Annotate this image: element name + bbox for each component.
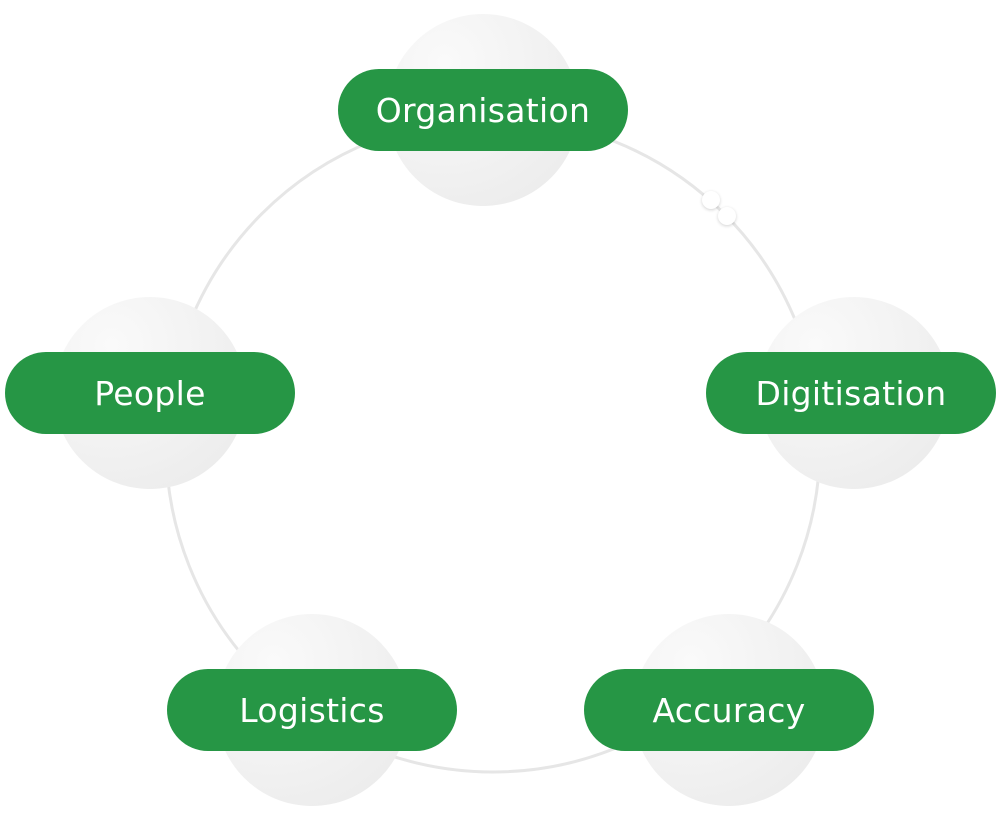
ring-dot-2 bbox=[718, 207, 736, 225]
ring-dot-1 bbox=[702, 191, 720, 209]
logistics-label: Logistics bbox=[239, 690, 385, 730]
node-people: People bbox=[5, 297, 295, 489]
people-button[interactable]: People bbox=[5, 352, 295, 434]
logistics-button[interactable]: Logistics bbox=[167, 669, 457, 751]
node-digitisation: Digitisation bbox=[706, 297, 996, 489]
accuracy-label: Accuracy bbox=[652, 690, 806, 730]
node-organisation: Organisation bbox=[338, 14, 628, 206]
digitisation-button[interactable]: Digitisation bbox=[706, 352, 996, 434]
digitisation-label: Digitisation bbox=[755, 373, 947, 413]
organisation-button[interactable]: Organisation bbox=[338, 69, 628, 151]
node-accuracy: Accuracy bbox=[584, 614, 874, 806]
node-logistics: Logistics bbox=[167, 614, 457, 806]
organisation-label: Organisation bbox=[375, 90, 591, 130]
accuracy-button[interactable]: Accuracy bbox=[584, 669, 874, 751]
people-label: People bbox=[94, 373, 206, 413]
